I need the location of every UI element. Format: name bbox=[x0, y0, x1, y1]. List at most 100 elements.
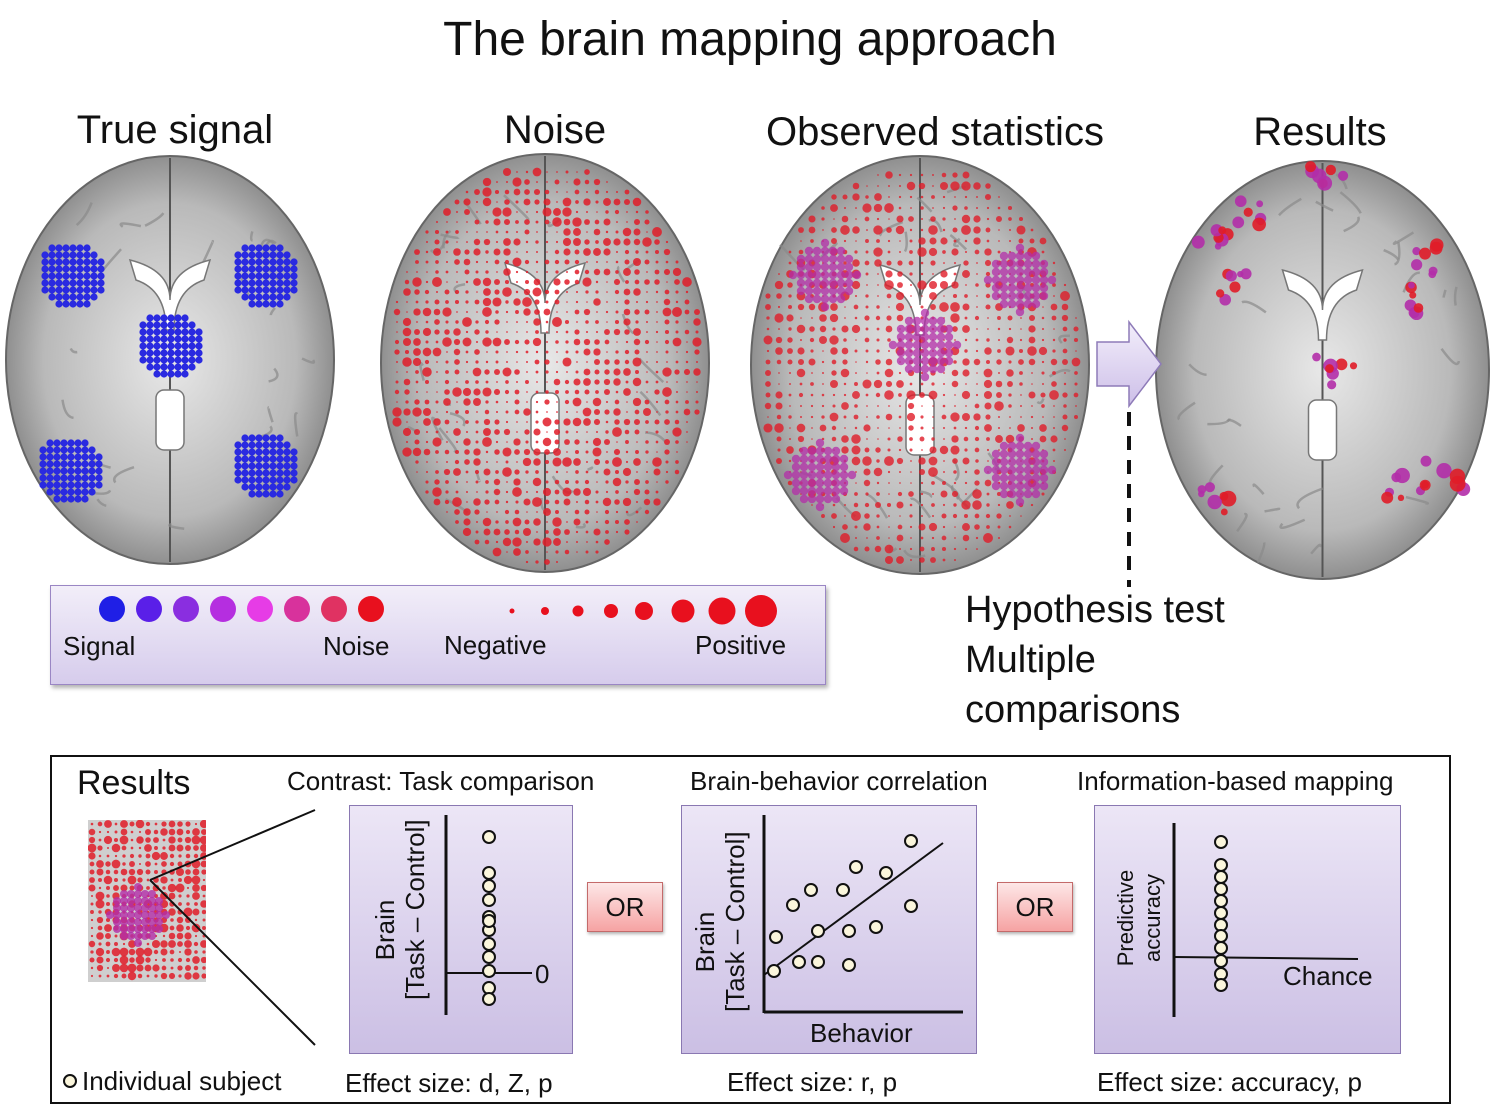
panel-title-true-signal: True signal bbox=[76, 108, 274, 152]
callout-lines bbox=[149, 809, 316, 1046]
activation-cluster bbox=[106, 883, 170, 947]
legend-color-dot bbox=[99, 596, 125, 622]
correlation-effect-size: Effect size: r, p bbox=[727, 1067, 898, 1097]
legend-dots bbox=[99, 595, 777, 627]
dashed-connector bbox=[1127, 412, 1131, 587]
subject-point bbox=[767, 964, 781, 978]
activation-cluster bbox=[234, 244, 298, 308]
noise-brain-map bbox=[380, 153, 710, 573]
subject-point bbox=[842, 924, 856, 938]
subject-point bbox=[482, 879, 496, 893]
correlation-plot bbox=[762, 815, 963, 1014]
subject-point bbox=[804, 883, 818, 897]
activation-cluster bbox=[788, 238, 862, 312]
or-badge-2: OR bbox=[997, 882, 1073, 932]
subject-point bbox=[1214, 929, 1228, 943]
subject-point bbox=[1214, 954, 1228, 968]
activation-cluster bbox=[41, 244, 105, 308]
figure-title: The brain mapping approach bbox=[443, 13, 1057, 66]
subject-point bbox=[482, 937, 496, 951]
contrast-ylabel-line2: [Task – Control] bbox=[400, 819, 430, 1000]
information-ylabel-line2: accuracy bbox=[1140, 873, 1165, 963]
subject-point bbox=[482, 866, 496, 880]
contrast-effect-size: Effect size: d, Z, p bbox=[345, 1068, 553, 1098]
subject-point bbox=[786, 898, 800, 912]
legend-size-dot bbox=[671, 599, 695, 623]
subject-point bbox=[1214, 835, 1228, 849]
subject-point bbox=[811, 924, 825, 938]
information-ylabel-line1: Predictive bbox=[1113, 869, 1138, 967]
correlation-title: Brain-behavior correlation bbox=[690, 766, 988, 796]
subject-point bbox=[482, 893, 496, 907]
noise-dots bbox=[392, 167, 702, 565]
brain-slice bbox=[1155, 160, 1490, 580]
subject-marker-icon bbox=[63, 1074, 77, 1088]
subject-point bbox=[792, 955, 806, 969]
activation-cluster bbox=[783, 438, 857, 512]
subject-point bbox=[482, 914, 496, 928]
subject-point bbox=[482, 964, 496, 978]
hypothesis-line-2: Multiple bbox=[965, 639, 1096, 681]
contrast-zero-label: 0 bbox=[535, 959, 550, 989]
hypothesis-line-1: Hypothesis test bbox=[965, 589, 1225, 631]
legend-negative-label: Negative bbox=[444, 630, 547, 660]
legend-size-dot bbox=[604, 604, 618, 618]
legend-color-dot bbox=[247, 596, 273, 622]
observed-statistics-brain-map bbox=[750, 155, 1090, 575]
subject-point bbox=[1214, 870, 1228, 884]
subject-point bbox=[869, 920, 883, 934]
legend-color-dot bbox=[136, 596, 162, 622]
activation-cluster bbox=[39, 439, 103, 503]
hypothesis-line-3: comparisons bbox=[965, 689, 1181, 731]
legend-signal-label: Signal bbox=[63, 631, 136, 661]
information-plot bbox=[1172, 823, 1359, 1017]
results-heading: Results bbox=[77, 764, 191, 802]
contrast-ylabel: Brain [Task – Control] bbox=[370, 819, 430, 1000]
legend-noise-label: Noise bbox=[323, 631, 390, 661]
activation-cluster bbox=[983, 243, 1057, 317]
subject-point bbox=[1214, 906, 1228, 920]
legend-color-dot bbox=[321, 596, 347, 622]
contrast-plot bbox=[444, 815, 532, 1015]
activation-cluster bbox=[888, 308, 962, 382]
information-title: Information-based mapping bbox=[1077, 766, 1394, 796]
subject-point bbox=[1214, 858, 1228, 872]
individual-subject-label: Individual subject bbox=[82, 1066, 282, 1096]
activation-cluster bbox=[983, 433, 1057, 507]
brain-slice bbox=[750, 155, 1090, 575]
subject-point bbox=[1214, 882, 1228, 896]
legend-color-dot bbox=[358, 596, 384, 622]
correlation-ylabel-line1: Brain bbox=[690, 911, 720, 973]
arrow-icon bbox=[1096, 319, 1162, 409]
activation-cluster bbox=[139, 314, 203, 378]
subject-point bbox=[842, 958, 856, 972]
legend-size-dot bbox=[572, 605, 584, 617]
subject-point bbox=[1214, 941, 1228, 955]
panel-title-observed: Observed statistics bbox=[766, 110, 1104, 154]
legend-positive-label: Positive bbox=[695, 630, 787, 660]
subject-point bbox=[904, 834, 918, 848]
correlation-xlabel: Behavior bbox=[810, 1018, 913, 1048]
information-chance-label: Chance bbox=[1283, 961, 1373, 991]
zoomed-brain-patch bbox=[88, 820, 206, 982]
subject-point bbox=[836, 883, 850, 897]
subject-point bbox=[904, 899, 918, 913]
subject-point bbox=[879, 866, 893, 880]
significant-dots bbox=[1191, 161, 1471, 516]
legend-size-dot bbox=[541, 607, 549, 615]
subject-point bbox=[849, 860, 863, 874]
contrast-title: Contrast: Task comparison bbox=[287, 766, 595, 796]
legend-color-dot bbox=[210, 596, 236, 622]
information-effect-size: Effect size: accuracy, p bbox=[1097, 1067, 1362, 1097]
panel-title-results: Results bbox=[1253, 110, 1387, 154]
results-brain-map bbox=[1155, 160, 1490, 580]
subject-point bbox=[482, 830, 496, 844]
subject-point bbox=[482, 992, 496, 1006]
legend-color-dot bbox=[284, 596, 310, 622]
correlation-ylabel-line2: [Task – Control] bbox=[720, 831, 750, 1012]
subject-point bbox=[769, 930, 783, 944]
legend-size-dot bbox=[745, 595, 777, 627]
true-signal-brain-map bbox=[5, 155, 335, 565]
subject-point bbox=[1214, 978, 1228, 992]
panel-title-noise: Noise bbox=[503, 108, 607, 152]
